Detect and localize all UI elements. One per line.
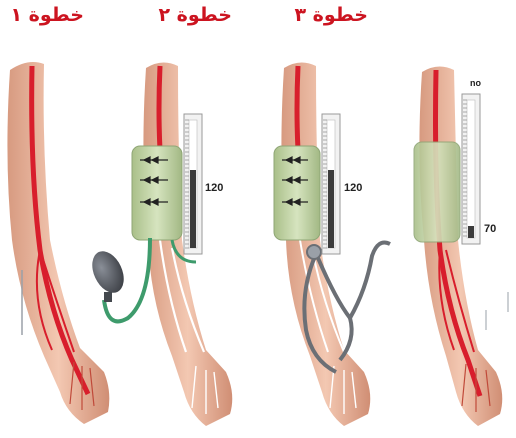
arm-step-1 [7,62,109,424]
manometer-step-4: no 70 [462,78,496,244]
manometer-step-2: 120 [184,114,223,254]
manometer-step-3: 120 [322,114,362,254]
inflation-bulb [86,246,130,298]
gauge-reading-step-3: 120 [344,182,362,194]
gauge-top-mark: no [470,78,481,88]
gauge-reading-step-4: 70 [484,223,496,235]
arm-step-4: no 70 [414,66,508,426]
arm-step-2: 120 [86,62,232,426]
gauge-reading-step-2: 120 [205,182,223,194]
arm-step-3: 120 [274,62,390,426]
